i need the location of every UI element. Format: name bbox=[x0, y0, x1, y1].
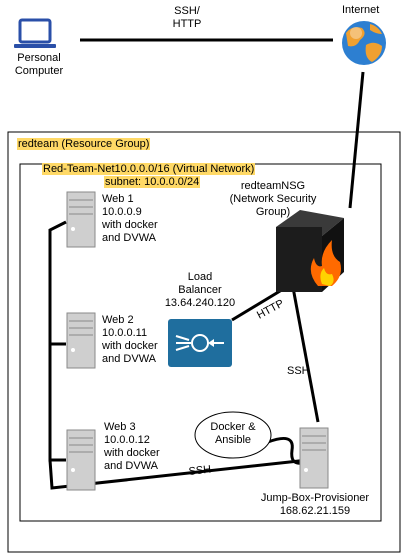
server-icon-web1 bbox=[66, 191, 96, 248]
ssh-bottom-label: SSH bbox=[188, 463, 212, 478]
web1-label: Web 1 10.0.0.9 with docker and DVWA bbox=[102, 193, 158, 244]
pc-label: Personal Computer bbox=[14, 52, 64, 77]
webservers-bus bbox=[48, 220, 309, 490]
vnet-text: Red-Team-Net10.0.0.0/16 (Virtual Network… bbox=[42, 163, 256, 175]
docker-jumpbox-link bbox=[267, 436, 303, 465]
internet-label: Internet bbox=[342, 4, 380, 16]
resource-group-text: redteam (Resource Group) bbox=[17, 138, 151, 150]
internet-nsg-link bbox=[348, 71, 365, 209]
ssh-http-label: SSH/ HTTP bbox=[172, 5, 202, 30]
docker-ansible-ellipse bbox=[194, 411, 272, 459]
web3-label: Web 3 10.0.0.12 with docker and DVWA bbox=[104, 421, 160, 472]
web2-label: Web 2 10.0.0.11 with docker and DVWA bbox=[102, 314, 158, 365]
globe-icon bbox=[342, 21, 386, 65]
load-balancer-icon bbox=[168, 319, 232, 367]
subnet-label: subnet: 10.0.0.0/24 bbox=[104, 163, 201, 189]
jumpbox-label: Jump-Box-Provisioner 168.62.21.159 bbox=[260, 492, 370, 517]
firewall-icon bbox=[276, 210, 344, 292]
laptop-icon bbox=[14, 18, 56, 48]
lb-label: Load Balancer 13.64.240.120 bbox=[164, 271, 236, 309]
server-icon-jumpbox bbox=[299, 427, 329, 489]
server-icon-web3 bbox=[66, 429, 96, 491]
resource-group-label: redteam (Resource Group) bbox=[17, 125, 151, 151]
server-icon-web2 bbox=[66, 312, 96, 369]
ssh-right-label: SSH bbox=[287, 365, 310, 377]
nsg-jumpbox-ssh-link bbox=[290, 281, 320, 423]
nsg-label: redteamNSG (Network Security Group) bbox=[229, 180, 317, 218]
subnet-text: subnet: 10.0.0.0/24 bbox=[104, 176, 201, 188]
vnet-label: Red-Team-Net10.0.0.0/16 (Virtual Network… bbox=[42, 150, 256, 176]
resource-group-box bbox=[7, 131, 401, 553]
docker-ansible-label: Docker & Ansible bbox=[210, 421, 256, 446]
